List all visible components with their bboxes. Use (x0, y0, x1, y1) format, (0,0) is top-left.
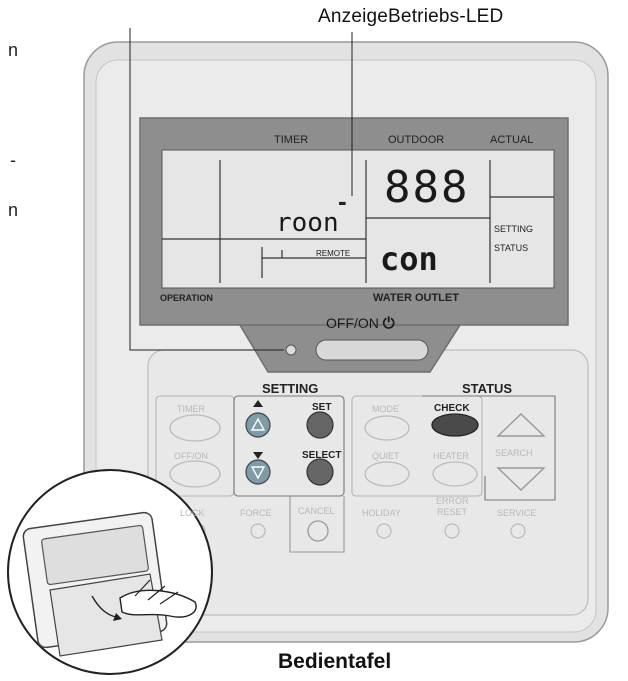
lcd-label-remote: REMOTE (316, 249, 351, 258)
check-label: CHECK (434, 403, 470, 414)
off-on-label: OFF/ON ⏻ (326, 314, 395, 332)
set-label: SET (312, 402, 332, 413)
lcd-dash: - (338, 186, 347, 216)
force-button (250, 523, 266, 539)
lcd-text-room: roon (276, 208, 339, 238)
button-groups (155, 395, 556, 553)
off-on-slot (315, 339, 429, 361)
holiday-button (376, 523, 392, 539)
lcd-label-water-outlet: WATER OUTLET (373, 292, 459, 304)
cancel-button (307, 520, 329, 542)
lcd-digits-888: 888 (384, 162, 470, 213)
up-button (245, 412, 271, 438)
lcd-screen (161, 149, 555, 289)
status-header: STATUS (462, 381, 513, 396)
error-reset-button (444, 523, 460, 539)
lock-label: LOCK (180, 508, 205, 518)
timer-button (169, 414, 221, 442)
holiday-label: HOLIDAY (362, 508, 401, 518)
up-triangle-icon (253, 400, 263, 407)
lcd-segment-lines (162, 160, 554, 283)
side-letter-1: n (8, 40, 19, 60)
panel-caption: Bedientafel (278, 650, 392, 673)
quiet-button (364, 461, 410, 487)
side-letter-3: n (8, 200, 19, 220)
off-on-button (169, 460, 221, 488)
select-label: SELECT (302, 450, 342, 461)
search-label: SEARCH (495, 448, 533, 458)
heater-button (432, 461, 478, 487)
side-letter-2: - (10, 150, 16, 170)
mode-button (364, 415, 410, 441)
down-button (245, 459, 271, 485)
check-button (431, 413, 479, 437)
inset-hand-illustration (7, 469, 213, 675)
lcd-label-status: STATUS (494, 243, 529, 253)
heater-label: HEATER (433, 451, 469, 461)
led-leader-line (129, 28, 284, 351)
service-label: SERVICE (497, 508, 537, 518)
lcd-label-timer: TIMER (274, 134, 309, 146)
lcd-label-outdoor: OUTDOOR (388, 134, 445, 146)
select-button (306, 458, 334, 486)
force-label: FORCE (240, 508, 272, 518)
lcd-label-operation: OPERATION (160, 293, 213, 303)
search-up-icon (496, 413, 546, 437)
up-arrow-icon (250, 417, 266, 431)
lcd-label-setting: SETTING (494, 224, 534, 234)
service-button (510, 523, 526, 539)
reset-label: RESET (437, 507, 468, 517)
timer-label: TIMER (177, 404, 205, 414)
error-label: ERROR (436, 496, 469, 506)
lcd-label-actual: ACTUAL (490, 134, 534, 146)
down-triangle-icon (253, 452, 263, 459)
down-arrow-icon (250, 466, 266, 480)
mode-label: MODE (372, 404, 399, 414)
led-caption: AnzeigeBetriebs-LED (318, 6, 504, 27)
power-icon: ⏻ (382, 314, 395, 332)
set-button (306, 411, 334, 439)
quiet-label: QUIET (372, 451, 400, 461)
setting-header: SETTING (262, 381, 319, 396)
search-down-icon (496, 467, 546, 491)
cancel-label: CANCEL (298, 506, 335, 516)
operation-led (285, 344, 297, 356)
off-on-btn-label: OFF/ON (174, 451, 208, 461)
lcd-text-con: con (380, 240, 438, 278)
